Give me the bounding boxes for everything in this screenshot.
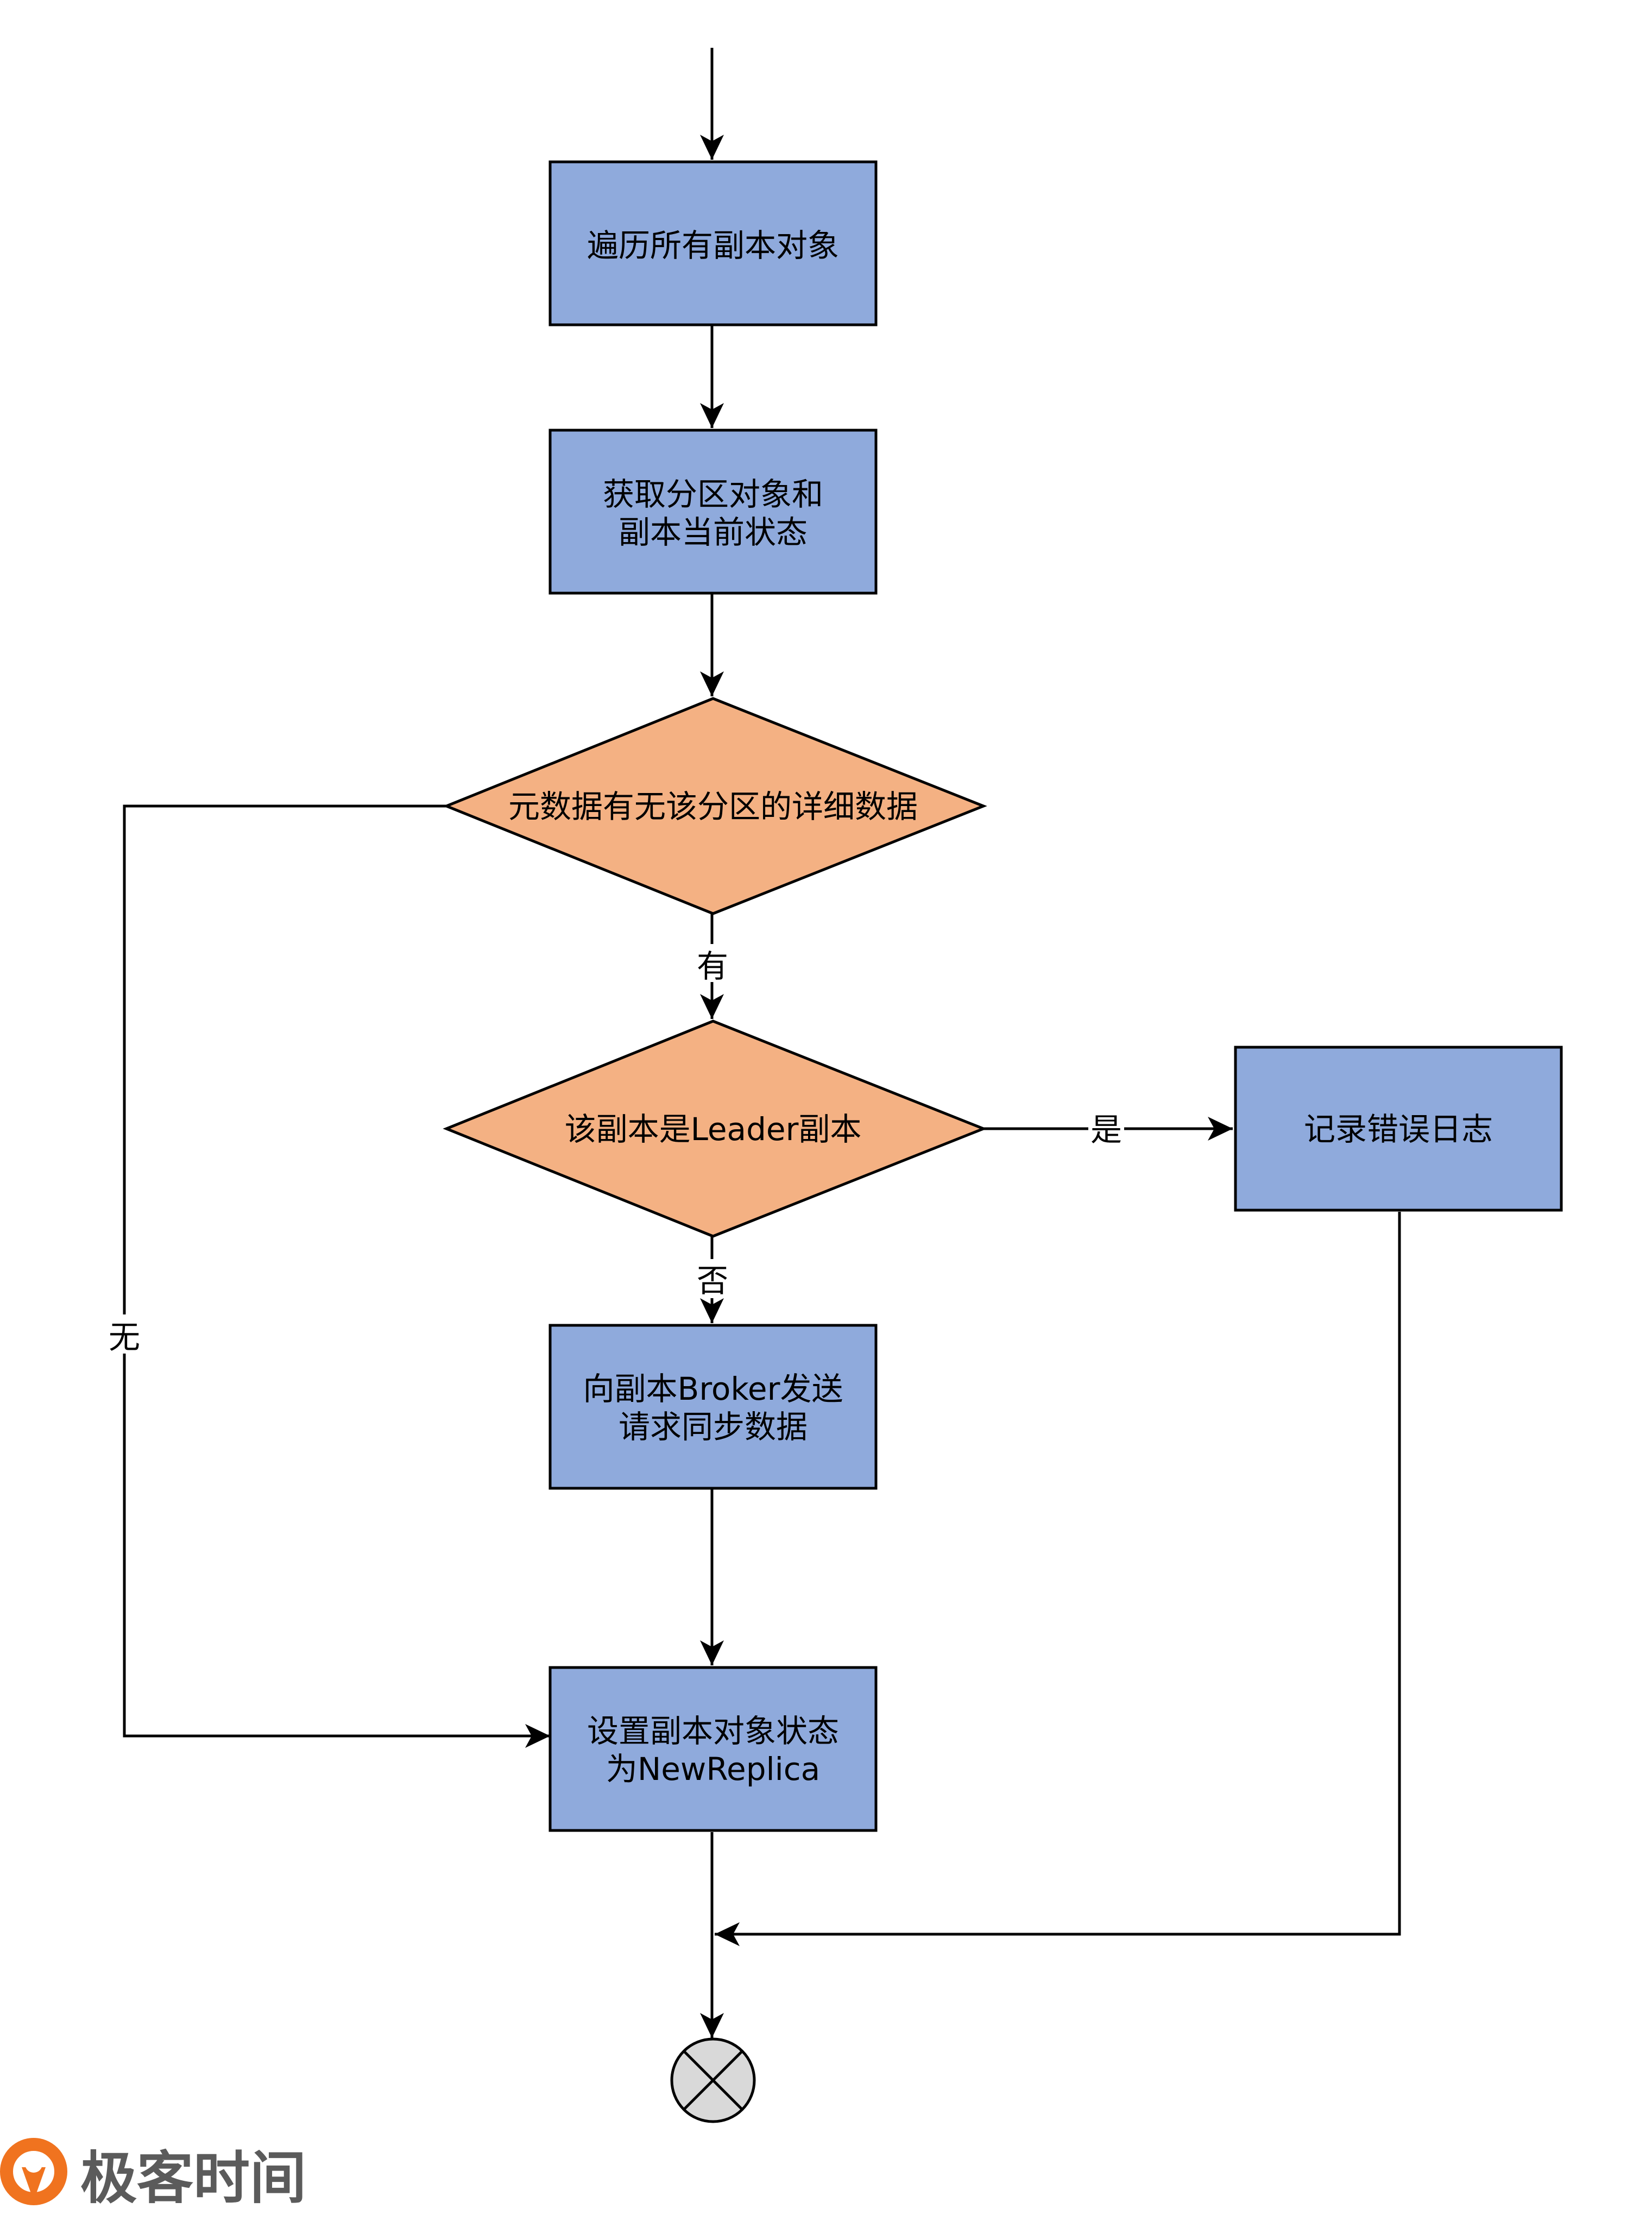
decision-metadata-label: 元数据有无该分区的详细数据 (508, 788, 918, 825)
label-yes-bg (1088, 1109, 1124, 1148)
geektime-logo: 极客时间 (0, 2138, 306, 2211)
geektime-logo-text: 极客时间 (80, 2145, 306, 2211)
process-fetch-label-line1: 获取分区对象和 (603, 476, 823, 513)
end-x-circle-icon (670, 2037, 756, 2123)
label-no-bg (695, 1259, 730, 1298)
process-send-request-label-line1: 向副本Broker发送 (583, 1370, 843, 1407)
end-cross-b (683, 2050, 743, 2111)
process-set-state: 设置副本对象状态 为NewReplica (548, 1666, 878, 1832)
process-traverse-box (548, 160, 878, 326)
decision-leader-label: 该副本是Leader副本 (565, 1111, 862, 1148)
label-none-bg (106, 1314, 142, 1354)
process-log-error-label: 记录错误日志 (1304, 1111, 1493, 1148)
process-log-error-box (1234, 1046, 1563, 1212)
process-traverse: 遍历所有副本对象 (548, 160, 878, 326)
process-send-request-label-line2: 请求同步数据 (619, 1408, 808, 1445)
process-fetch-box (548, 429, 878, 595)
label-has-bg (695, 944, 730, 982)
label-yes: 是 (1090, 1111, 1122, 1148)
label-has: 有 (697, 948, 728, 985)
decision-metadata-shape (443, 697, 987, 915)
edge-metadata-to-set (123, 804, 550, 1748)
process-fetch-label-line2: 副本当前状态 (619, 514, 808, 551)
edge-labels: 有 无 是 否 (106, 944, 1124, 1356)
decision-metadata: 元数据有无该分区的详细数据 (443, 697, 987, 915)
process-send-request: 向副本Broker发送 请求同步数据 (548, 1324, 878, 1490)
process-set-state-label-line2: 为NewReplica (606, 1751, 820, 1788)
label-none: 无 (109, 1319, 140, 1356)
decision-leader: 该副本是Leader副本 (443, 1020, 987, 1238)
process-set-state-box (548, 1666, 878, 1832)
process-traverse-label: 遍历所有副本对象 (587, 227, 839, 264)
process-log-error: 记录错误日志 (1234, 1046, 1563, 1212)
decision-leader-shape (443, 1020, 987, 1238)
geektime-logo-mark-icon (0, 2138, 67, 2205)
edge-log-to-merge (715, 1212, 1401, 1946)
process-set-state-label-line1: 设置副本对象状态 (587, 1713, 839, 1750)
process-send-request-box (548, 1324, 878, 1490)
label-no: 否 (697, 1262, 728, 1299)
process-fetch: 获取分区对象和 副本当前状态 (548, 429, 878, 595)
